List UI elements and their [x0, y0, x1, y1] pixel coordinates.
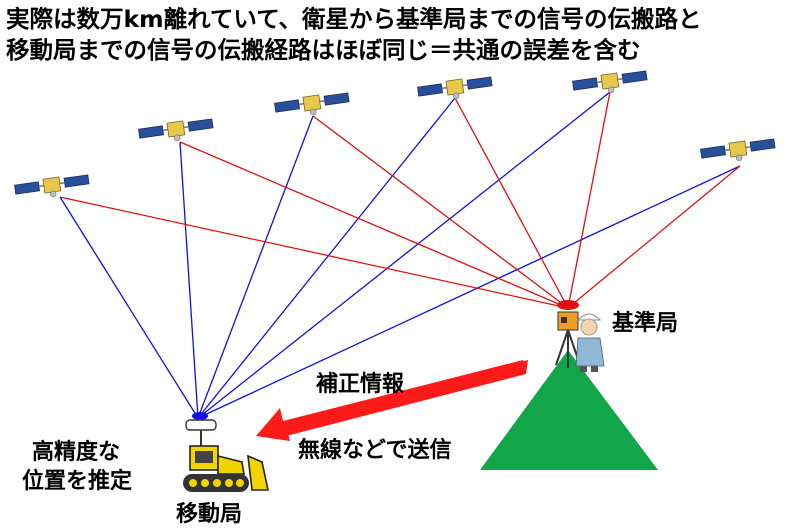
satellite-icon	[273, 90, 351, 121]
precise-position-label-2: 位置を推定	[22, 469, 133, 494]
path-base-4	[454, 97, 569, 309]
surveyor-icon	[575, 313, 605, 372]
path-rover-1	[59, 196, 199, 419]
caption-line-2: 移動局までの信号の伝搬経路はほぼ同じ＝共通の誤差を含む	[6, 36, 641, 64]
path-rover-3	[197, 115, 314, 419]
path-base-1	[59, 196, 569, 309]
bulldozer-icon	[183, 445, 269, 492]
path-rover-2	[179, 141, 199, 419]
satellite-icon	[699, 136, 777, 167]
caption-line-1: 実際は数万km離れていて、衛星から基準局までの信号の伝搬路と	[6, 5, 702, 33]
base-station-label: 基準局	[612, 311, 679, 336]
diagram-caption: 実際は数万km離れていて、衛星から基準局までの信号の伝搬路と 移動局までの信号の…	[6, 4, 798, 66]
wireless-transmission-label: 無線などで送信	[298, 438, 452, 463]
paths-to-rover	[59, 91, 741, 419]
coverage-triangle	[480, 350, 658, 470]
path-base-6	[567, 165, 741, 309]
path-rover-5	[197, 91, 611, 419]
gnss-antenna-icon	[185, 412, 217, 447]
path-rover-6	[197, 165, 741, 419]
satellite-icon	[13, 172, 91, 203]
path-base-2	[179, 141, 569, 309]
rover-label: 移動局	[176, 502, 243, 527]
path-base-3	[312, 115, 569, 309]
satellite-icon	[137, 116, 215, 147]
precise-position-label-1: 高精度な	[32, 440, 121, 465]
paths-to-base	[59, 91, 741, 309]
correction-info-label: 補正情報	[316, 372, 405, 397]
path-rover-4	[197, 97, 456, 419]
survey-instrument-icon	[555, 300, 581, 368]
signal-paths	[59, 91, 741, 419]
path-base-5	[567, 91, 611, 309]
